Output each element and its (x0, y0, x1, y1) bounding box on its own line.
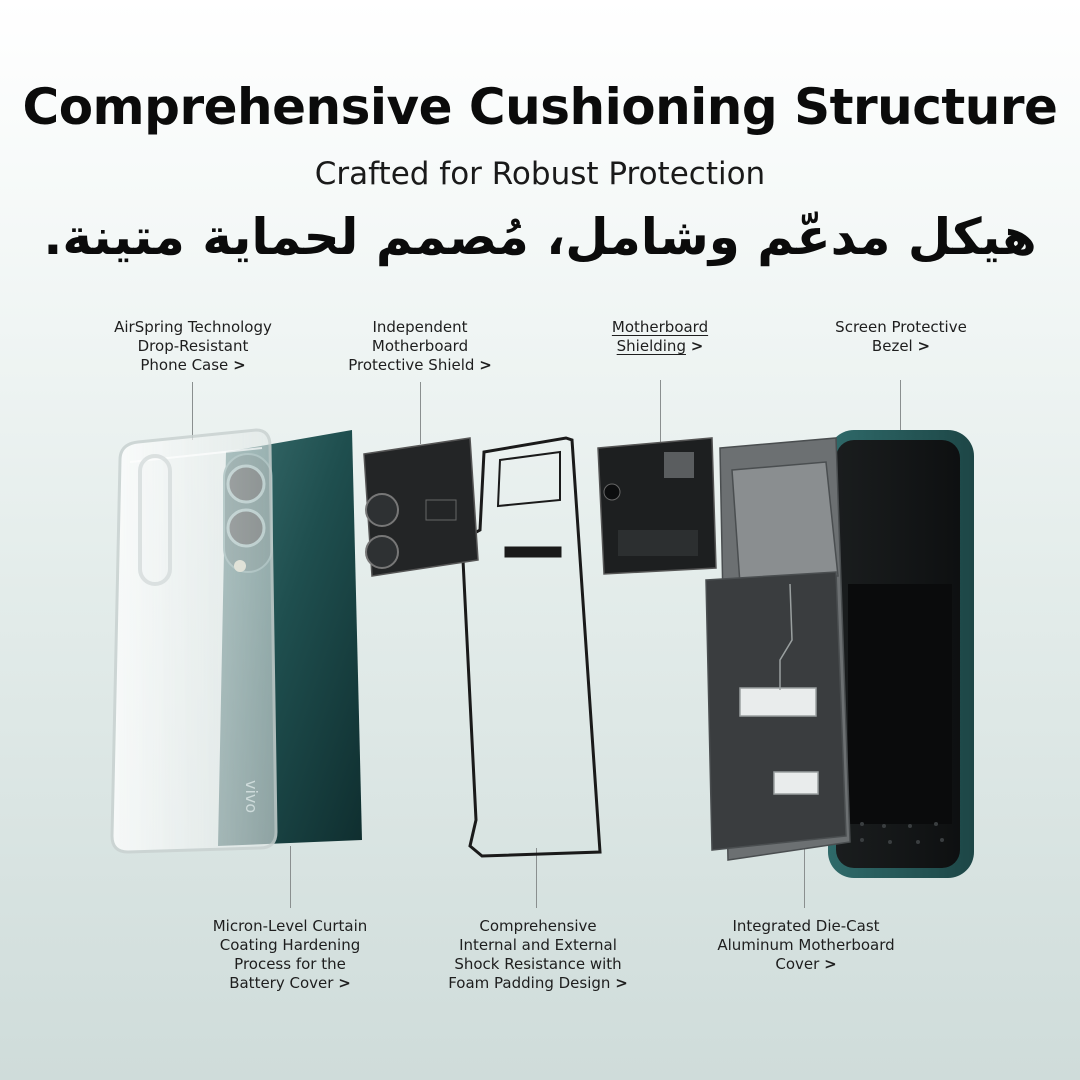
label-battery-cover: Micron-Level Curtain Coating Hardening P… (212, 917, 368, 992)
page-title: Comprehensive Cushioning Structure (22, 78, 1058, 136)
label-motherboard-cover: Integrated Die-Cast Aluminum Motherboard… (717, 917, 895, 973)
screen-bezel (828, 430, 974, 878)
phone-case (110, 428, 278, 854)
leader-phone-case (192, 382, 193, 440)
leader-motherboard-shielding (660, 380, 661, 442)
label-phone-case: AirSpring Technology Drop-Resistant Phon… (114, 318, 272, 374)
page-subtitle: Crafted for Robust Protection (314, 156, 766, 192)
leader-protective-shield (420, 382, 421, 444)
leader-battery-cover (290, 846, 291, 908)
label-motherboard-shielding[interactable]: Motherboard Shielding > (611, 318, 709, 355)
protective-shield (363, 437, 479, 577)
label-screen-bezel: Screen Protective Bezel > (835, 318, 967, 355)
motherboard-shielding (597, 437, 717, 575)
leader-motherboard-cover (804, 848, 805, 908)
label-foam-padding: Comprehensive Internal and External Shoc… (448, 917, 628, 992)
label-protective-shield: Independent Motherboard Protective Shiel… (348, 318, 492, 374)
leader-foam-padding (536, 848, 537, 908)
leader-screen-bezel (900, 380, 901, 442)
foam-padding-frame (460, 436, 602, 858)
motherboard-cover (705, 437, 851, 861)
arabic-title: هيكل مدعّم وشامل، مُصمم لحماية متينة. (43, 208, 1037, 266)
